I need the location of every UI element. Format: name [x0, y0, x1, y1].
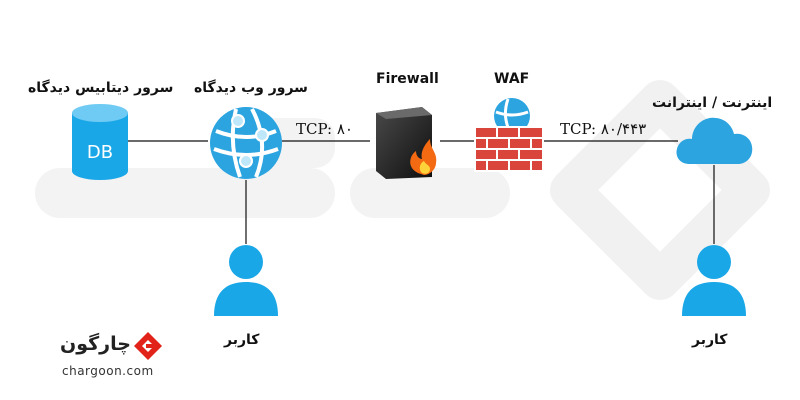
- user-label-right: کاربر: [692, 332, 728, 348]
- database-icon: DB: [72, 104, 128, 180]
- tcp-80-443-label: TCP: ۸۰/۴۴۳: [560, 120, 647, 138]
- brand-url: chargoon.com: [62, 364, 154, 378]
- brand-name: چارگون: [60, 333, 131, 355]
- user-icon: [682, 245, 746, 316]
- tcp-80-label: TCP: ۸۰: [296, 120, 353, 138]
- chargoon-logo-icon: [134, 332, 162, 360]
- web-server-label: سرور وب دیدگاه: [194, 80, 308, 96]
- cloud-icon: [676, 117, 753, 164]
- user-icon: [214, 245, 278, 316]
- user-label-left: کاربر: [224, 332, 260, 348]
- db-text: DB: [87, 142, 113, 163]
- internet-label: اینترنت / اینترانت: [652, 95, 773, 111]
- firewall-icon: [376, 107, 437, 179]
- firewall-label: Firewall: [376, 71, 439, 87]
- waf-brick-wall-icon: [474, 98, 544, 172]
- web-server-globe-icon: [210, 107, 282, 179]
- db-server-label: سرور دیتابیس دیدگاه: [28, 80, 174, 96]
- waf-label: WAF: [494, 71, 530, 87]
